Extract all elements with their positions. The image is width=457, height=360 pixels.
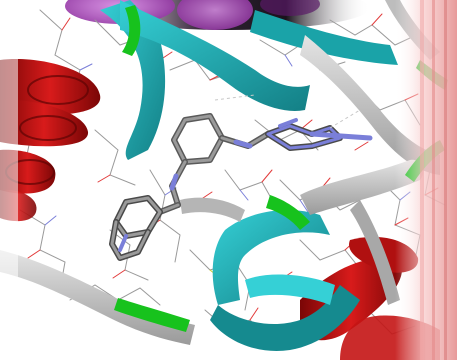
alpha-helix-left [0,59,101,222]
right-edge-fade [395,0,457,360]
ligand-pyridine-ring [109,195,163,261]
ligand-pyrimidine-ring [265,118,373,151]
beta-sheet-ribbons [100,0,398,351]
ligand-molecule [109,113,373,261]
left-edge-fade [0,0,18,360]
coil-loops [0,0,440,345]
hydrogen-bonds [214,94,361,129]
